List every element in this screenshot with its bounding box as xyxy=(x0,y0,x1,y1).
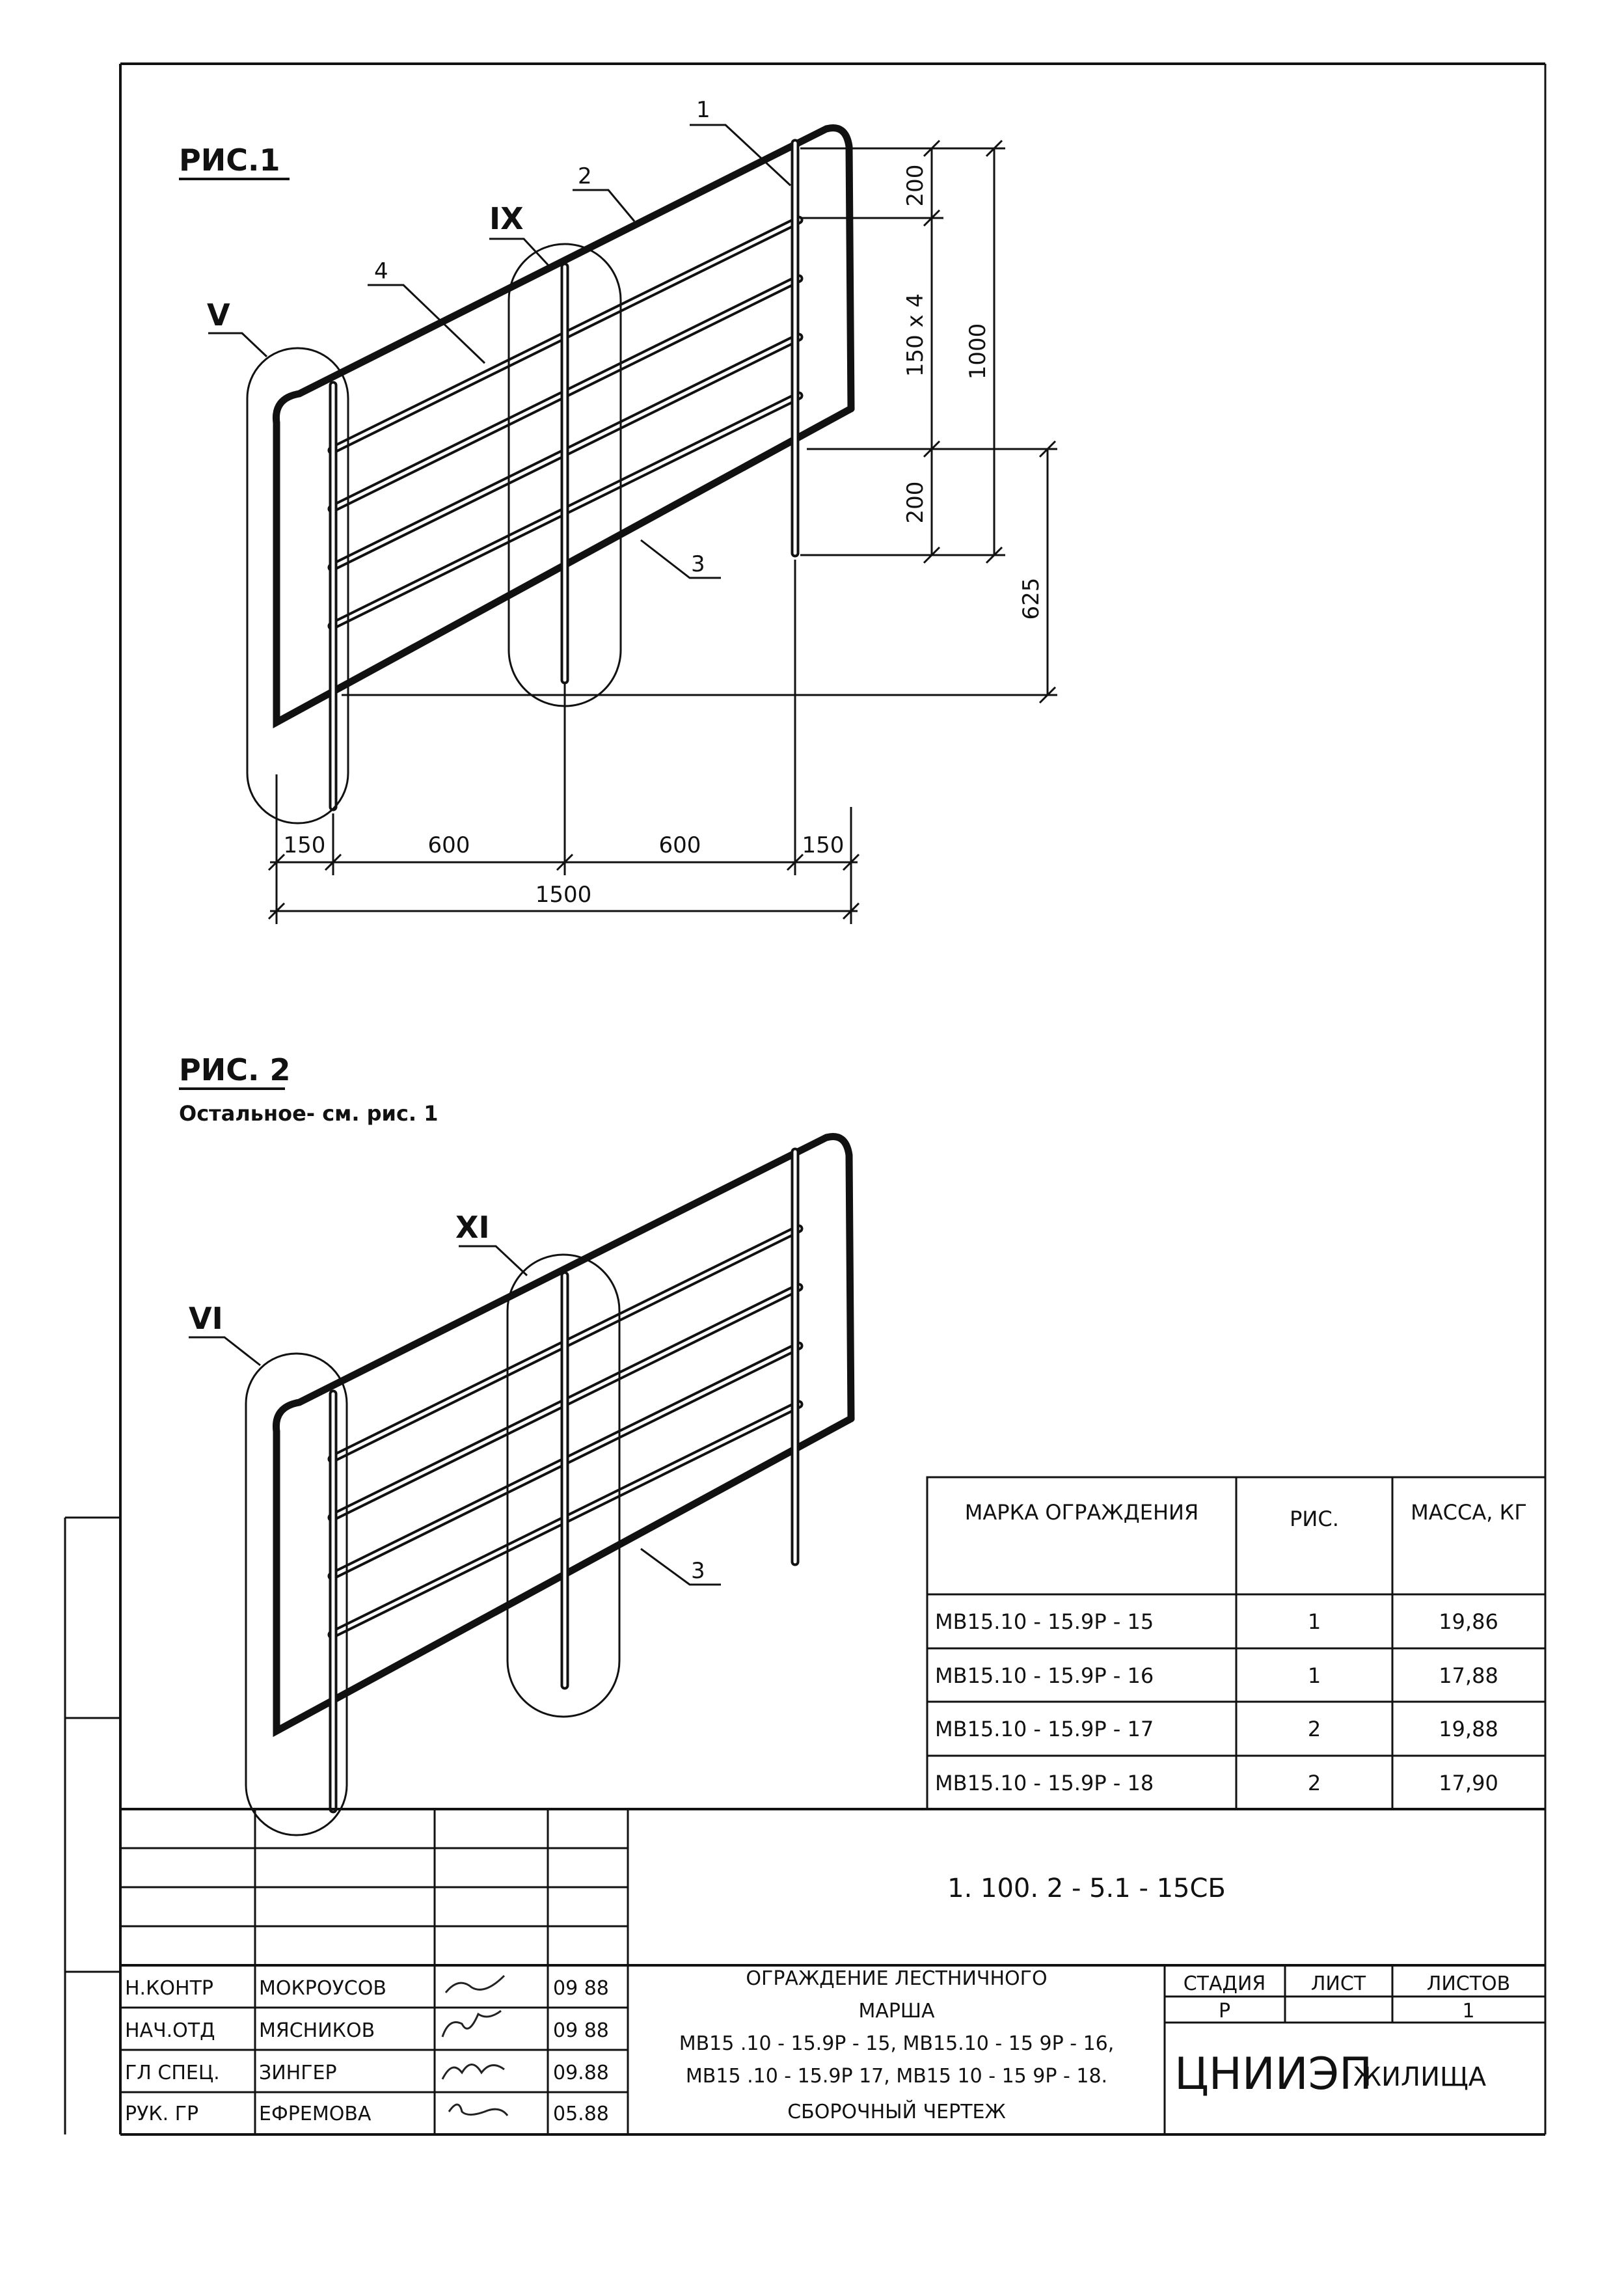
staff-row-3: ГЛ СПЕЦ. ЗИНГЕР 09.88 xyxy=(125,2062,609,2084)
staff-name: МОКРОУСОВ xyxy=(259,1977,386,2000)
staff-date: 09 88 xyxy=(553,1977,609,2000)
fig1-title: РИС.1 xyxy=(179,143,280,178)
fig1-dim-1500: 1500 xyxy=(535,882,592,908)
spec-header-fig: РИС. xyxy=(1290,1506,1339,1531)
spec-table: МАРКА ОГРАЖДЕНИЯ РИС. МАССА, КГ МВ15.10 … xyxy=(926,1476,1547,1810)
fig2-detail-xi-outline xyxy=(506,1253,621,1718)
fig2-callout-vi: VI xyxy=(189,1301,223,1336)
staff-name: ЗИНГЕР xyxy=(259,2062,337,2084)
title-name-line2: МАРША xyxy=(858,2000,935,2023)
title-name-line1: ОГРАЖДЕНИЕ ЛЕСТНИЧНОГО xyxy=(746,1967,1047,1990)
figure-1: РИС.1 xyxy=(179,97,1057,924)
sheet-label: ЛИСТ xyxy=(1311,1972,1366,1995)
title-name-line4: МВ15 .10 - 15.9Р 17, МВ15 10 - 15 9Р - 1… xyxy=(686,2065,1107,2088)
fig2-callout-leaders xyxy=(189,1245,721,1586)
fig2-railing xyxy=(272,1133,855,1814)
staff-role: РУК. ГР xyxy=(125,2103,198,2125)
stage-label: СТАДИЯ xyxy=(1184,1972,1266,1995)
fig1-dim-200-bottom: 200 xyxy=(902,482,928,524)
sheets-value: 1 xyxy=(1462,2000,1474,2023)
signature xyxy=(441,2010,502,2038)
staff-date: 09.88 xyxy=(553,2062,609,2084)
spec-row-4: МВ15.10 - 15.9Р - 18 2 17,90 xyxy=(935,1771,1498,1795)
document-code: 1. 100. 2 - 5.1 - 15СБ xyxy=(947,1874,1226,1903)
fig2-detail-vi-outline xyxy=(245,1352,348,1836)
staff-name: МЯСНИКОВ xyxy=(259,2019,375,2042)
fig1-dim-600-b: 600 xyxy=(659,832,701,858)
spec-row-mass: 17,90 xyxy=(1439,1771,1498,1795)
spec-header-mark: МАРКА ОГРАЖДЕНИЯ xyxy=(964,1500,1199,1525)
fig2-callout-3: 3 xyxy=(691,1558,705,1584)
fig1-dim-150x4: 150 x 4 xyxy=(902,293,928,377)
title-name-line3: МВ15 .10 - 15.9Р - 15, МВ15.10 - 15 9Р -… xyxy=(679,2032,1115,2055)
figure-2: РИС. 2 Остальное- см. рис. 1 xyxy=(179,1052,855,1836)
organization-name: ЦНИИЭП xyxy=(1174,2049,1372,2100)
organization-name-suffix: ЖИЛИЩА xyxy=(1353,2062,1487,2092)
title-name-line5: СБОРОЧНЫЙ ЧЕРТЕЖ xyxy=(787,2100,1006,2123)
fig1-dim-200-top: 200 xyxy=(902,165,928,207)
sheets-label: ЛИСТОВ xyxy=(1427,1972,1510,1995)
drawing-frame xyxy=(64,62,1547,2136)
spec-header-mark-text: МАРКА ОГРАЖДЕНИЯ xyxy=(964,1500,1199,1525)
fig1-callout-3: 3 xyxy=(691,551,705,577)
spec-row-mass: 19,88 xyxy=(1439,1717,1498,1741)
staff-role: ГЛ СПЕЦ. xyxy=(125,2062,220,2084)
spec-row-mass: 19,86 xyxy=(1439,1609,1498,1634)
staff-row-1: Н.КОНТР МОКРОУСОВ 09 88 xyxy=(125,1974,609,2000)
fig1-callout-ix: IX xyxy=(489,201,524,236)
signature xyxy=(444,1974,506,1993)
spec-row-mass: 17,88 xyxy=(1439,1663,1498,1688)
fig1-vertical-dimensions xyxy=(342,139,1057,704)
signature xyxy=(448,2103,509,2116)
staff-date: 09 88 xyxy=(553,2019,609,2042)
staff-role: НАЧ.ОТД xyxy=(125,2019,215,2042)
fig1-dim-600-a: 600 xyxy=(428,832,470,858)
fig1-callout-leaders xyxy=(208,124,792,579)
fig2-title: РИС. 2 xyxy=(179,1052,290,1087)
title-block: 1. 100. 2 - 5.1 - 15СБ ОГРАЖДЕНИЕ ЛЕСТНИ… xyxy=(120,1808,1545,2134)
staff-row-4: РУК. ГР ЕФРЕМОВА 05.88 xyxy=(125,2103,609,2125)
staff-date: 05.88 xyxy=(553,2103,609,2125)
fig2-callout-xi: XI xyxy=(455,1210,490,1245)
spec-row-2: МВ15.10 - 15.9Р - 16 1 17,88 xyxy=(935,1663,1498,1688)
spec-row-3: МВ15.10 - 15.9Р - 17 2 19,88 xyxy=(935,1717,1498,1741)
spec-row-mark: МВ15.10 - 15.9Р - 15 xyxy=(935,1609,1154,1634)
staff-role: Н.КОНТР xyxy=(125,1977,213,2000)
fig1-railing xyxy=(272,124,855,811)
fig1-dim-625: 625 xyxy=(1018,578,1044,620)
signature xyxy=(441,2064,505,2080)
fig1-callout-4: 4 xyxy=(374,258,388,284)
fig1-dim-150-left: 150 xyxy=(284,832,326,858)
spec-row-fig: 1 xyxy=(1308,1609,1321,1634)
fig1-horizontal-dimensions xyxy=(267,560,860,924)
fig1-callout-v: V xyxy=(207,297,230,333)
fig1-dim-1000: 1000 xyxy=(965,323,991,380)
spec-header-mass: МАССА, КГ xyxy=(1411,1500,1527,1525)
spec-row-1: МВ15.10 - 15.9Р - 15 1 19,86 xyxy=(935,1609,1498,1634)
spec-row-fig: 2 xyxy=(1308,1771,1321,1795)
staff-name: ЕФРЕМОВА xyxy=(259,2103,372,2125)
fig1-detail-v-outline xyxy=(246,347,349,825)
spec-row-mark: МВ15.10 - 15.9Р - 18 xyxy=(935,1771,1154,1795)
spec-row-mark: МВ15.10 - 15.9Р - 17 xyxy=(935,1717,1154,1741)
spec-header-mass-text: МАССА, КГ xyxy=(1411,1500,1527,1525)
stage-value: Р xyxy=(1219,2000,1230,2023)
staff-row-2: НАЧ.ОТД МЯСНИКОВ 09 88 xyxy=(125,2010,609,2042)
fig1-callout-1: 1 xyxy=(696,97,710,123)
spec-row-fig: 2 xyxy=(1308,1717,1321,1741)
fig1-callout-2: 2 xyxy=(578,163,592,189)
fig1-dim-150-right: 150 xyxy=(802,832,845,858)
fig2-note: Остальное- см. рис. 1 xyxy=(179,1101,438,1126)
spec-row-fig: 1 xyxy=(1308,1663,1321,1688)
spec-row-mark: МВ15.10 - 15.9Р - 16 xyxy=(935,1663,1154,1688)
